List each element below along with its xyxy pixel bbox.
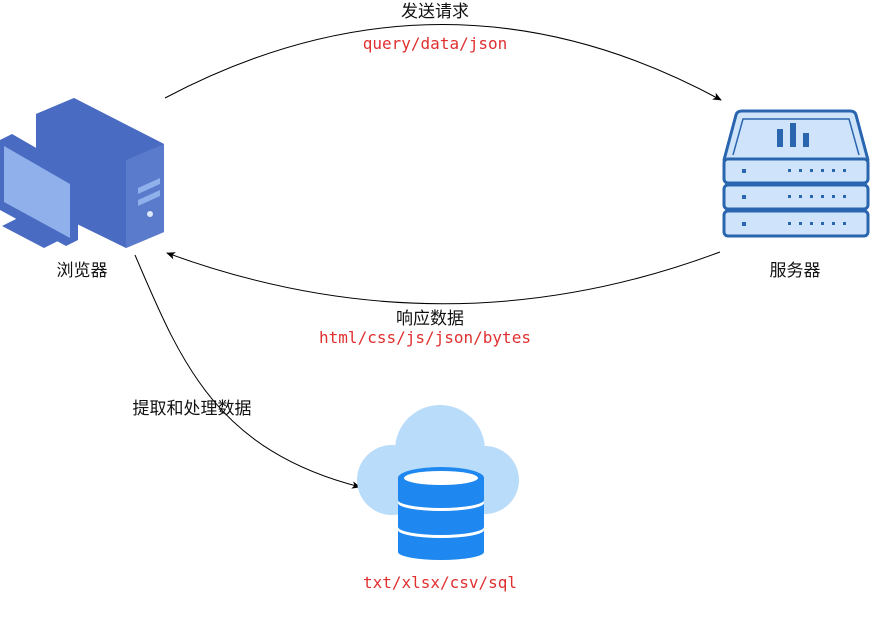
response-label: 响应数据 (396, 309, 464, 329)
storage-label: txt/xlsx/csv/sql (363, 573, 517, 592)
response-arrow (166, 251, 721, 305)
cloud-database-icon (357, 405, 519, 560)
desktop-computer-icon (0, 98, 164, 248)
browser-node: 浏览器 (0, 98, 164, 281)
server-rack-icon (722, 109, 870, 238)
server-node: 服务器 (722, 109, 870, 281)
browser-label: 浏览器 (57, 261, 108, 281)
request-label: 发送请求 (401, 2, 469, 22)
storage-node: txt/xlsx/csv/sql (357, 405, 519, 592)
request-arrow (164, 24, 722, 101)
response-detail-label: html/css/js/json/bytes (319, 328, 531, 347)
process-label: 提取和处理数据 (133, 399, 252, 419)
process-arrow (134, 254, 361, 489)
request-detail-label: query/data/json (363, 34, 508, 53)
server-label: 服务器 (770, 261, 821, 281)
